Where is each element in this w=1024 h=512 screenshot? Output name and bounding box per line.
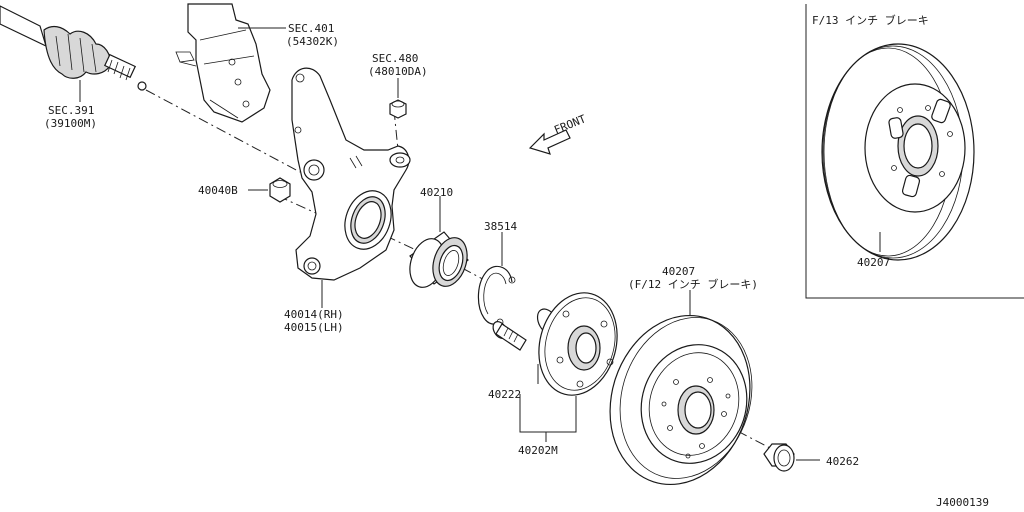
tie-rod-nut	[389, 99, 407, 119]
drive-shaft	[0, 5, 147, 91]
wheel-bearing	[409, 231, 469, 288]
snap-ring	[477, 265, 516, 326]
label-sec401-code: (54302K)	[286, 35, 339, 48]
label-38514: 38514	[484, 220, 517, 233]
label-sec401: SEC.401	[288, 22, 334, 35]
disc-rotor	[609, 314, 753, 486]
label-sec480-code: (48010DA)	[368, 65, 428, 78]
label-40210: 40210	[420, 186, 453, 199]
label-40222: 40222	[488, 388, 521, 401]
inset-part-label: 40207	[857, 256, 890, 269]
label-sec391-code: (39100M)	[44, 117, 97, 130]
label-sec391: SEC.391	[48, 104, 94, 117]
wheel-nut	[763, 443, 795, 472]
inset-disc-rotor	[821, 43, 975, 261]
label-40202M: 40202M	[518, 444, 558, 457]
label-40014: 40014(RH)	[284, 308, 344, 321]
inset-title: F/13 インチ ブレーキ	[812, 13, 929, 27]
hub-bolt	[492, 321, 527, 351]
label-sec480: SEC.480	[372, 52, 418, 65]
label-40207: 40207	[662, 265, 695, 278]
label-front: FRONT	[552, 112, 588, 137]
inset-panel: F/13 インチ ブレーキ 40207	[805, 4, 1024, 299]
front-arrow: FRONT	[528, 112, 588, 155]
label-40015: 40015(LH)	[284, 321, 344, 334]
nut-40040B	[269, 177, 291, 203]
diagram-id: J4000139	[936, 496, 989, 509]
wheel-hub	[536, 292, 618, 396]
steering-knuckle	[291, 67, 411, 281]
label-40207-variant: (F/12 インチ ブレーキ)	[628, 277, 758, 291]
strut	[175, 3, 271, 123]
label-40262: 40262	[826, 455, 859, 468]
label-40040B: 40040B	[198, 184, 238, 197]
axis-line-shaft	[145, 89, 301, 173]
